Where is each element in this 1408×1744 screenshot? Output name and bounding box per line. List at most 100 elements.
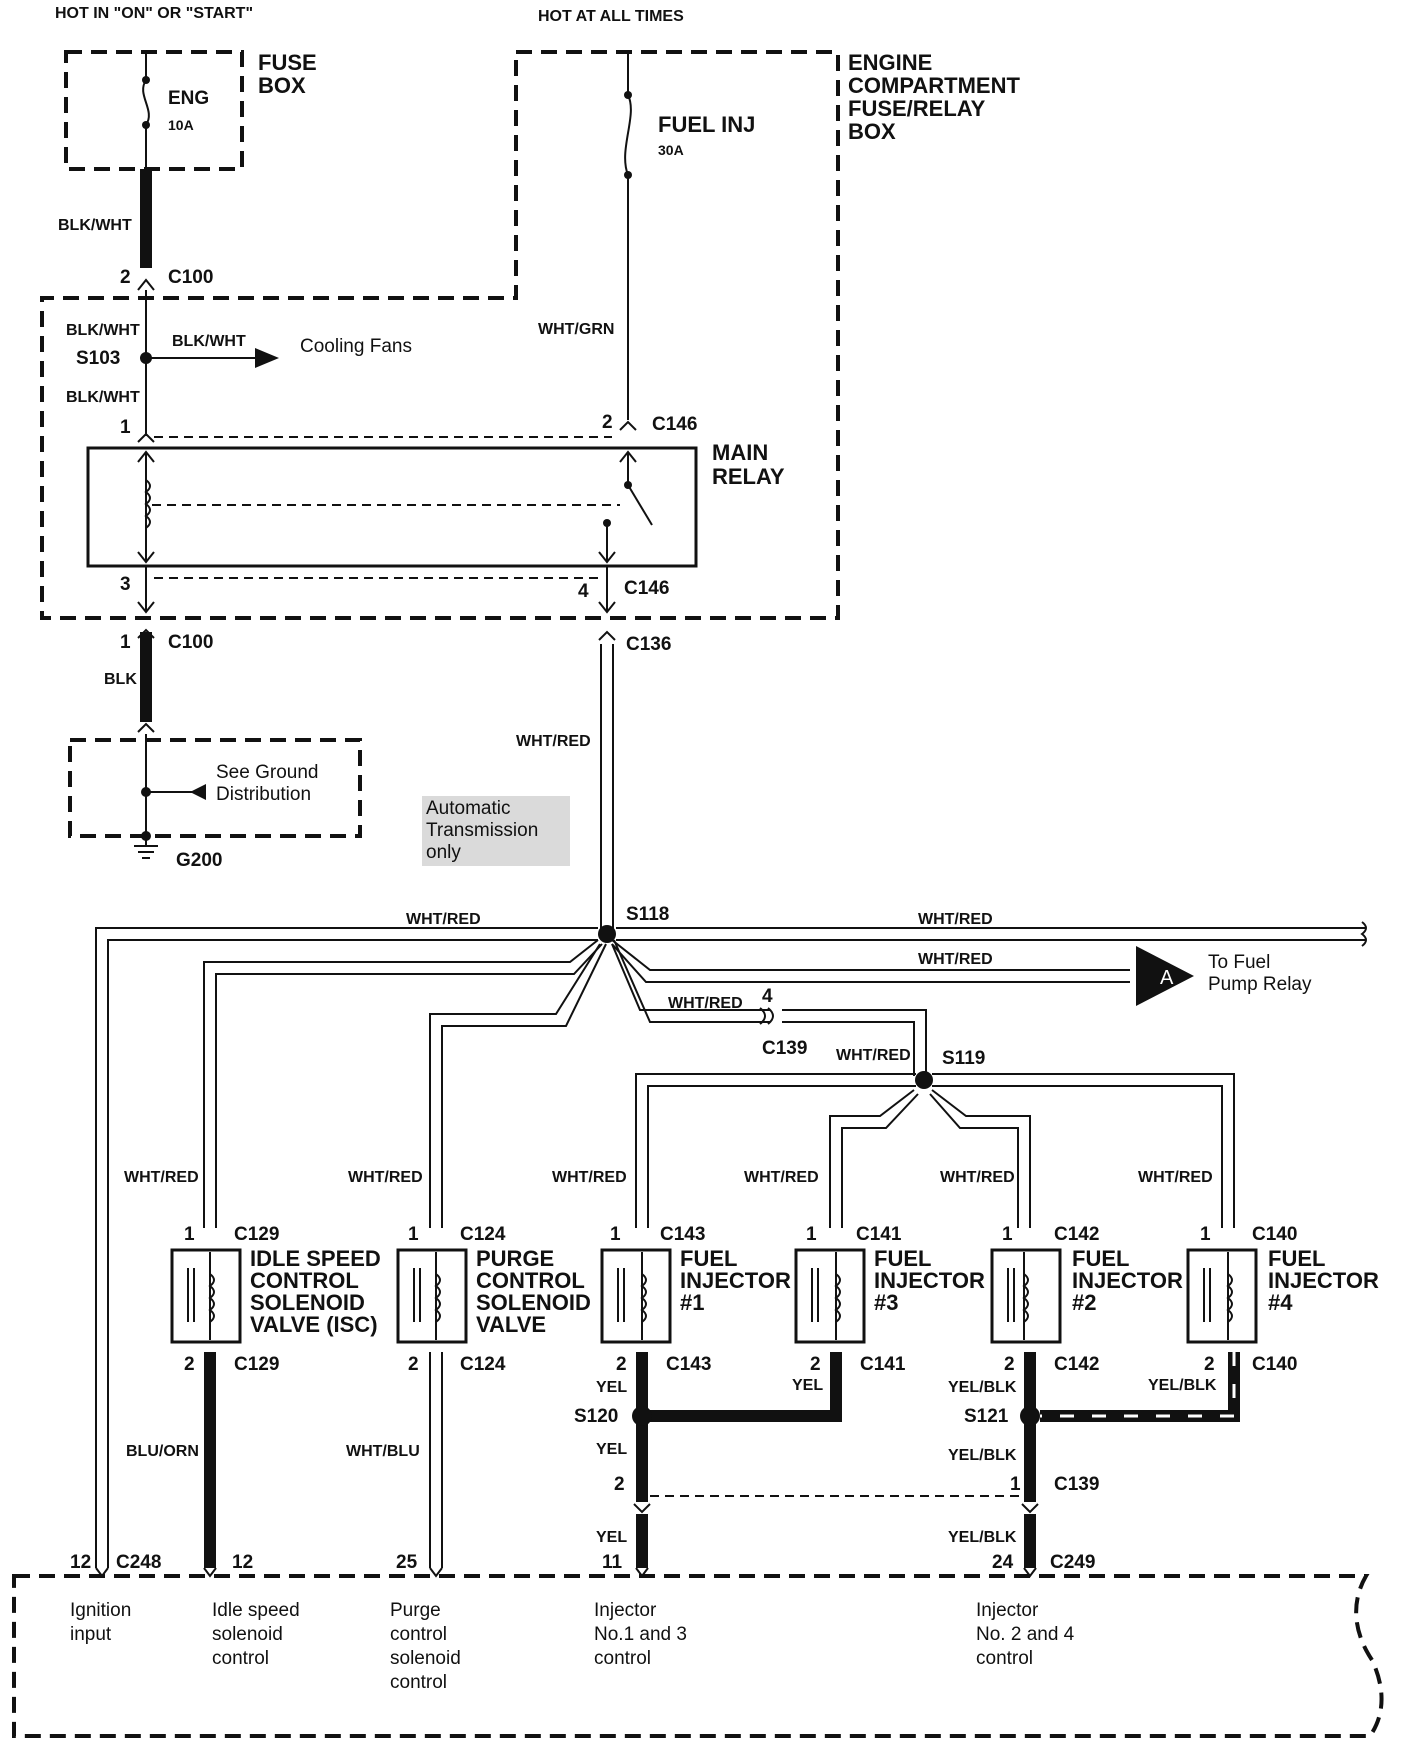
svg-text:WHT/RED: WHT/RED: [668, 995, 743, 1012]
svg-text:CONTROL: CONTROL: [476, 1268, 585, 1293]
svg-text:#1: #1: [680, 1290, 704, 1315]
svg-text:WHT/RED: WHT/RED: [744, 1169, 819, 1186]
svg-text:24: 24: [992, 1552, 1014, 1573]
svg-text:MAIN: MAIN: [712, 440, 768, 465]
svg-text:C143: C143: [660, 1224, 705, 1245]
svg-text:WHT/RED: WHT/RED: [124, 1169, 199, 1186]
s118-splice: [598, 925, 616, 943]
svg-text:2: 2: [602, 412, 613, 433]
wht-blu-wire: [429, 1352, 443, 1568]
svg-text:See Ground: See Ground: [216, 762, 318, 783]
svg-text:WHT/RED: WHT/RED: [940, 1169, 1015, 1186]
svg-text:1: 1: [1200, 1224, 1211, 1245]
svg-text:FUEL: FUEL: [1268, 1246, 1325, 1271]
svg-text:WHT/GRN: WHT/GRN: [538, 321, 614, 338]
eng-fuse-rating: 10A: [168, 117, 194, 133]
s118-label: S118: [626, 904, 669, 925]
svg-text:VALVE (ISC): VALVE (ISC): [250, 1312, 378, 1337]
svg-text:SOLENOID: SOLENOID: [476, 1290, 591, 1315]
svg-text:C129: C129: [234, 1354, 279, 1375]
svg-text:1: 1: [1010, 1474, 1021, 1495]
svg-text:2: 2: [810, 1354, 821, 1375]
svg-text:control: control: [594, 1648, 651, 1669]
fuel-injector-2: 1 C142 FUEL INJECTOR #2 2 C142: [990, 1224, 1183, 1375]
svg-text:2: 2: [120, 267, 131, 288]
svg-text:COMPARTMENT: COMPARTMENT: [848, 73, 1020, 98]
svg-text:solenoid: solenoid: [390, 1648, 461, 1669]
svg-text:#3: #3: [874, 1290, 898, 1315]
svg-text:YEL/BLK: YEL/BLK: [948, 1447, 1017, 1464]
fuel-inj-fuse-label: FUEL INJ: [658, 112, 755, 137]
s121-label: S121: [964, 1406, 1009, 1427]
svg-text:FUEL: FUEL: [680, 1246, 737, 1271]
svg-text:2: 2: [408, 1354, 419, 1375]
s119-feed: [611, 939, 927, 1076]
c249-label: C249: [1050, 1552, 1095, 1573]
svg-text:2: 2: [1204, 1354, 1215, 1375]
s119-splice: [915, 1071, 933, 1089]
wht-red-bus: [95, 927, 1366, 1568]
svg-text:solenoid: solenoid: [212, 1624, 283, 1645]
svg-text:C129: C129: [234, 1224, 279, 1245]
c146-top-label: C146: [652, 414, 697, 435]
svg-text:Injector: Injector: [594, 1600, 657, 1621]
yel-wire-inj3: [650, 1352, 842, 1422]
svg-text:Automatic: Automatic: [426, 798, 510, 819]
svg-text:BLK/WHT: BLK/WHT: [58, 217, 132, 234]
svg-text:C141: C141: [860, 1354, 906, 1375]
svg-text:4: 4: [578, 581, 589, 602]
svg-text:INJECTOR: INJECTOR: [680, 1268, 791, 1293]
s103-label: S103: [76, 348, 120, 369]
svg-text:INJECTOR: INJECTOR: [1268, 1268, 1379, 1293]
svg-text:WHT/RED: WHT/RED: [918, 951, 993, 968]
svg-text:YEL: YEL: [596, 1441, 627, 1458]
ground-distribution: See Ground Distribution G200: [68, 734, 362, 871]
eng-fuse-label: ENG: [168, 88, 209, 109]
svg-text:Pump Relay: Pump Relay: [1208, 974, 1312, 995]
svg-text:WHT/RED: WHT/RED: [836, 1047, 911, 1064]
svg-text:12: 12: [70, 1552, 91, 1573]
svg-text:To Fuel: To Fuel: [1208, 952, 1270, 973]
svg-text:only: only: [426, 842, 461, 863]
fuel-injector-3: 1 C141 FUEL INJECTOR #3 2 C141: [794, 1224, 985, 1375]
svg-text:2: 2: [614, 1474, 625, 1495]
svg-text:1: 1: [120, 417, 131, 438]
svg-text:3: 3: [120, 574, 131, 595]
c146-bottom-label: C146: [624, 578, 669, 599]
svg-text:YEL/BLK: YEL/BLK: [948, 1529, 1017, 1546]
svg-text:25: 25: [396, 1552, 418, 1573]
svg-text:Transmission: Transmission: [426, 820, 538, 841]
fuel-injector-1: 1 C143 FUEL INJECTOR #1 2 C143: [600, 1224, 791, 1375]
svg-text:C142: C142: [1054, 1354, 1099, 1375]
svg-text:Injector: Injector: [976, 1600, 1039, 1621]
c136-label: C136: [626, 634, 671, 655]
svg-text:C124: C124: [460, 1354, 506, 1375]
svg-text:BLK/WHT: BLK/WHT: [172, 333, 246, 350]
fuel-pump-branch: A To Fuel Pump Relay: [611, 939, 1312, 1006]
svg-text:BLK: BLK: [104, 671, 137, 688]
svg-text:1: 1: [120, 632, 131, 653]
c100-top-label: C100: [168, 267, 213, 288]
svg-text:#2: #2: [1072, 1290, 1096, 1315]
svg-text:PURGE: PURGE: [476, 1246, 554, 1271]
svg-text:2: 2: [616, 1354, 627, 1375]
svg-text:1: 1: [610, 1224, 621, 1245]
hot-run-start-label: HOT IN "ON" OR "START": [55, 5, 253, 22]
svg-text:C143: C143: [666, 1354, 711, 1375]
svg-text:YEL: YEL: [596, 1529, 627, 1546]
c139-bottom-label: C139: [1054, 1474, 1099, 1495]
svg-text:WHT/RED: WHT/RED: [918, 911, 993, 928]
svg-text:Idle speed: Idle speed: [212, 1600, 300, 1621]
svg-text:1: 1: [1002, 1224, 1013, 1245]
c139-top-label: C139: [762, 1038, 807, 1059]
svg-text:input: input: [70, 1624, 112, 1645]
svg-text:4: 4: [762, 986, 773, 1007]
svg-text:control: control: [390, 1672, 447, 1693]
purge-valve: 1 C124 PURGE CONTROL SOLENOID VALVE 2 C1…: [396, 1224, 591, 1375]
svg-text:1: 1: [408, 1224, 419, 1245]
s120-label: S120: [574, 1406, 618, 1427]
svg-text:RELAY: RELAY: [712, 464, 785, 489]
svg-text:INJECTOR: INJECTOR: [874, 1268, 985, 1293]
s119-branches: [635, 1073, 1235, 1228]
